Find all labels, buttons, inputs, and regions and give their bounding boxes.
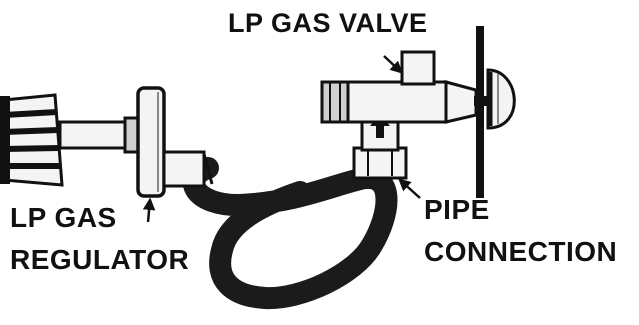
- regulator-body: [136, 86, 166, 198]
- leader-arrows: [142, 55, 421, 223]
- regulator-knob: [0, 93, 64, 187]
- gas-hose: [182, 157, 398, 310]
- valve-leader-arrow: [383, 55, 403, 74]
- pipe-connection-label-line1: PIPE: [424, 194, 490, 225]
- lp-gas-valve-label: LP GAS VALVE: [228, 8, 428, 38]
- pipe-leader-arrow: [398, 178, 421, 199]
- regulator-leader-arrow: [142, 197, 156, 223]
- valve-wall-plate: [476, 26, 516, 198]
- lp-gas-regulator-label-line1: LP GAS: [10, 202, 117, 233]
- regulator-outlet-fitting: [162, 150, 214, 188]
- regulator-stem: [58, 116, 142, 154]
- pipe-connection-label-line2: CONNECTION: [424, 236, 618, 267]
- lp-gas-regulator-label-line2: REGULATOR: [10, 244, 190, 275]
- valve-body: [320, 50, 498, 124]
